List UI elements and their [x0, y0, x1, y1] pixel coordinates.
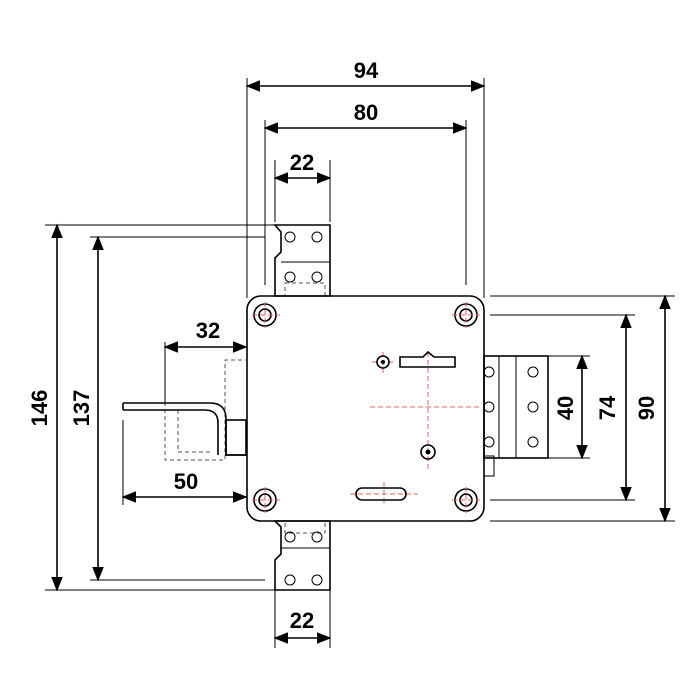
keyhole: [376, 350, 456, 369]
dim-inner-width: 80: [354, 100, 378, 125]
dim-bolt-extension: 32: [196, 318, 220, 343]
dim-side-bracket: 40: [553, 396, 578, 420]
dim-overall-width: 94: [354, 58, 379, 83]
center-lines: [252, 302, 480, 513]
dim-bolt-length: 50: [174, 469, 198, 494]
dim-bottom-bracket: 22: [290, 608, 314, 633]
dim-top-bracket: 22: [290, 150, 314, 175]
dimension-lines: [51, 80, 671, 644]
spindle-hole: [420, 444, 436, 460]
bottom-mounting-bracket: [273, 520, 331, 591]
mounting-slot: [355, 487, 407, 501]
dim-total-height: 146: [27, 390, 52, 427]
dim-inner-height: 137: [69, 390, 94, 427]
side-mounting-bracket: [483, 355, 549, 477]
dim-hole-span: 74: [595, 395, 620, 420]
top-mounting-bracket: [273, 224, 331, 297]
left-bolt: [122, 359, 247, 461]
lock-case: [246, 295, 485, 522]
extension-lines: [45, 78, 675, 648]
dim-case-height: 90: [634, 396, 659, 420]
